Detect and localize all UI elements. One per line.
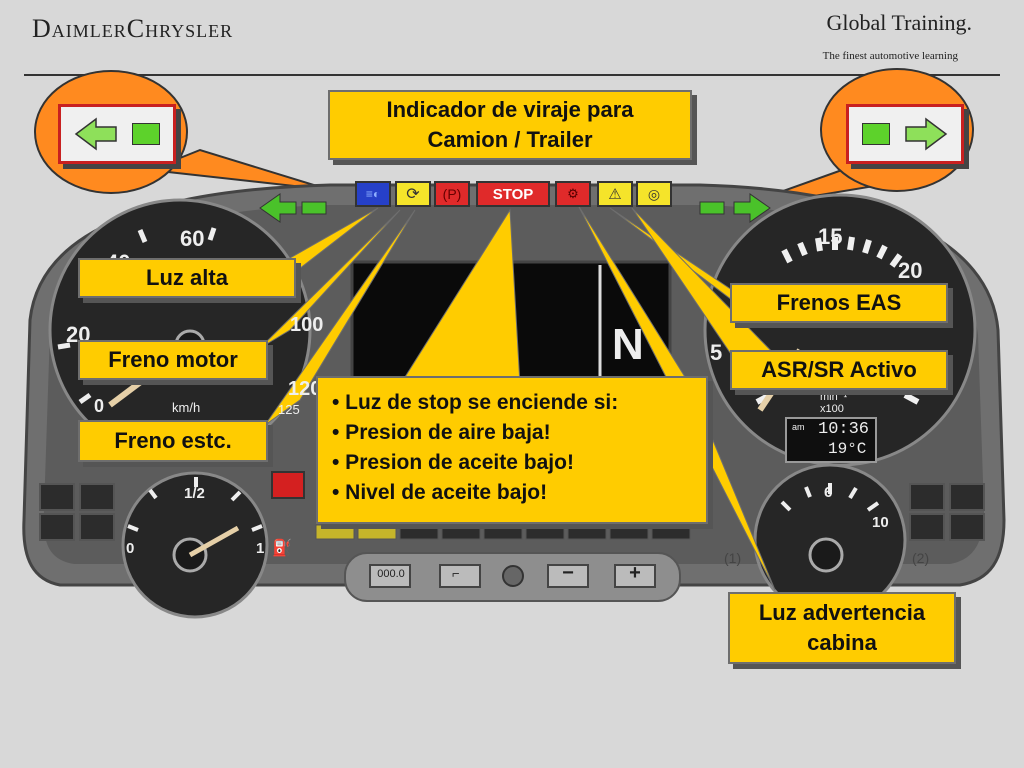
fuel-gauge-needle: [188, 525, 240, 558]
tach-unit-top: min⁻¹: [820, 391, 848, 403]
stop-light-callout: • Luz de stop se enciende si: • Presion …: [316, 376, 708, 524]
clock-am: am: [792, 422, 805, 432]
tach-tick-20: 20: [898, 258, 923, 283]
minus-button[interactable]: −: [562, 562, 574, 584]
gear-indicator: N: [612, 320, 644, 369]
engine-brake-callout: Freno motor: [78, 340, 268, 380]
cab-warning-line-1: Luz advertencia: [758, 600, 926, 625]
high-beam-lamp: ≡◐: [355, 181, 391, 207]
parking-brake-callout: Freno estc.: [78, 420, 268, 462]
fuel-tick-1: 1: [256, 540, 265, 557]
right-turn-arrow-icon: [733, 193, 771, 223]
odometer-button-bg: [369, 564, 411, 588]
right-warning-squares: [909, 483, 985, 541]
right-gauge-tick-10: 10: [872, 514, 889, 531]
engine-brake-lamp: ⟳: [395, 181, 431, 207]
tach-tick-5: 5: [710, 340, 723, 365]
clock-time: 10:36: [818, 420, 870, 439]
left-warning-squares: [39, 483, 115, 541]
clock-display: [785, 417, 877, 463]
turn-indicator-line-1: Indicador de viraje para: [386, 97, 634, 122]
cab-warning-icon: ⚙: [567, 186, 579, 201]
center-knob: [502, 565, 524, 587]
parking-brake-lamp: [271, 471, 305, 499]
eas-warning-lamp: ⚠: [597, 181, 633, 207]
right-gauge-tick-6: 6: [824, 484, 833, 501]
left-turn-zoom: [58, 104, 176, 164]
marker-2: (2): [912, 550, 930, 566]
cab-warning-lamp: ⚙: [555, 181, 591, 207]
asr-active-callout: ASR/SR Activo: [730, 350, 948, 390]
speed-tick-60: 60: [180, 226, 205, 251]
trip-button-bg: [439, 564, 481, 588]
speed-unit: km/h: [172, 400, 201, 415]
tach-tick-15: 15: [818, 224, 843, 249]
warning-triangle-icon: ⚠: [608, 186, 622, 203]
turn-indicator-callout: Indicador de viraje para Camion / Traile…: [328, 90, 692, 160]
clock-temp: 19°C: [828, 440, 867, 458]
left-turn-arrow-icon: [259, 193, 297, 223]
stop-line-3: • Presion de aceite bajo!: [332, 451, 574, 474]
global-training-subtitle: The finest automotive learning: [822, 50, 958, 62]
stop-lamp: STOP: [476, 181, 550, 207]
asr-icon: ◎: [647, 185, 661, 202]
fuel-tick-0: 0: [126, 540, 135, 557]
odometer-button[interactable]: 000.0: [377, 568, 405, 580]
right-arrow-icon: [905, 117, 948, 151]
plus-button[interactable]: +: [629, 562, 641, 584]
plus-button-bg: [614, 564, 656, 588]
left-trailer-square-icon: [132, 123, 160, 145]
minus-button-bg: [547, 564, 589, 588]
stop-line-2: • Presion de aire baja!: [332, 421, 551, 444]
tach-unit-bottom: x100: [820, 403, 844, 415]
left-arrow-icon: [74, 117, 117, 151]
stop-line-1: • Luz de stop se enciende si:: [332, 391, 619, 414]
stop-line-4: • Nivel de aceite bajo!: [332, 481, 548, 504]
marker-1: (1): [724, 550, 742, 566]
speed-tick-0: 0: [94, 396, 105, 416]
right-trailer-lamp: [699, 201, 725, 215]
eas-brakes-callout: Frenos EAS: [730, 283, 948, 323]
global-training-title: Global Training.: [826, 10, 972, 35]
speed-tick-100: 100: [290, 314, 324, 336]
high-beam-callout: Luz alta: [78, 258, 296, 298]
trip-button-icon[interactable]: ⌐: [452, 566, 460, 581]
fuel-tick-half: 1/2: [184, 485, 205, 502]
right-turn-zoom: [846, 104, 964, 164]
cab-warning-callout: Luz advertencia cabina: [728, 592, 956, 664]
engine-brake-icon: ⟳: [406, 186, 420, 203]
header-divider: [24, 74, 1000, 76]
park-brake-lamp: (P): [434, 181, 470, 207]
park-brake-icon: (P): [442, 186, 462, 202]
brand-logo: DaimlerChrysler: [32, 14, 234, 43]
asr-lamp: ◎: [636, 181, 672, 207]
cab-warning-line-2: cabina: [807, 630, 877, 655]
high-beam-icon: ≡◐: [365, 187, 381, 201]
left-trailer-lamp: [301, 201, 327, 215]
turn-indicator-line-2: Camion / Trailer: [427, 127, 593, 152]
bottom-lamp-row: [315, 524, 691, 540]
speed-tick-120: 120: [288, 378, 322, 400]
fuel-pump-icon: ⛽: [272, 540, 292, 557]
right-trailer-square-icon: [862, 123, 890, 145]
right-small-gauge-hub: [808, 537, 844, 573]
speed-tick-125: 125: [278, 402, 300, 417]
